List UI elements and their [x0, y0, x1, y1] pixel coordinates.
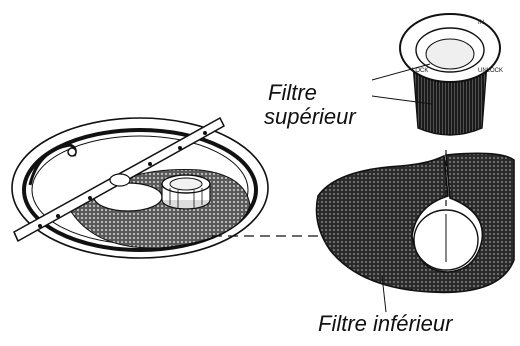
- cup-unlock-label: UNLOCK: [478, 68, 503, 74]
- upper-filter-cup: IN UNLOCK LOCK: [372, 14, 503, 135]
- lower-filter: [317, 150, 515, 312]
- cup-in-label: IN: [478, 20, 484, 26]
- cup-lock-label: LOCK: [412, 68, 428, 74]
- upper-filter-label-line1: Filtre: [268, 80, 317, 106]
- installed-upper-filter: [162, 175, 210, 209]
- upper-filter-label-line2: supérieur: [264, 104, 356, 130]
- lower-filter-label: Filtre inférieur: [318, 311, 452, 337]
- tub-bottom: [12, 118, 318, 258]
